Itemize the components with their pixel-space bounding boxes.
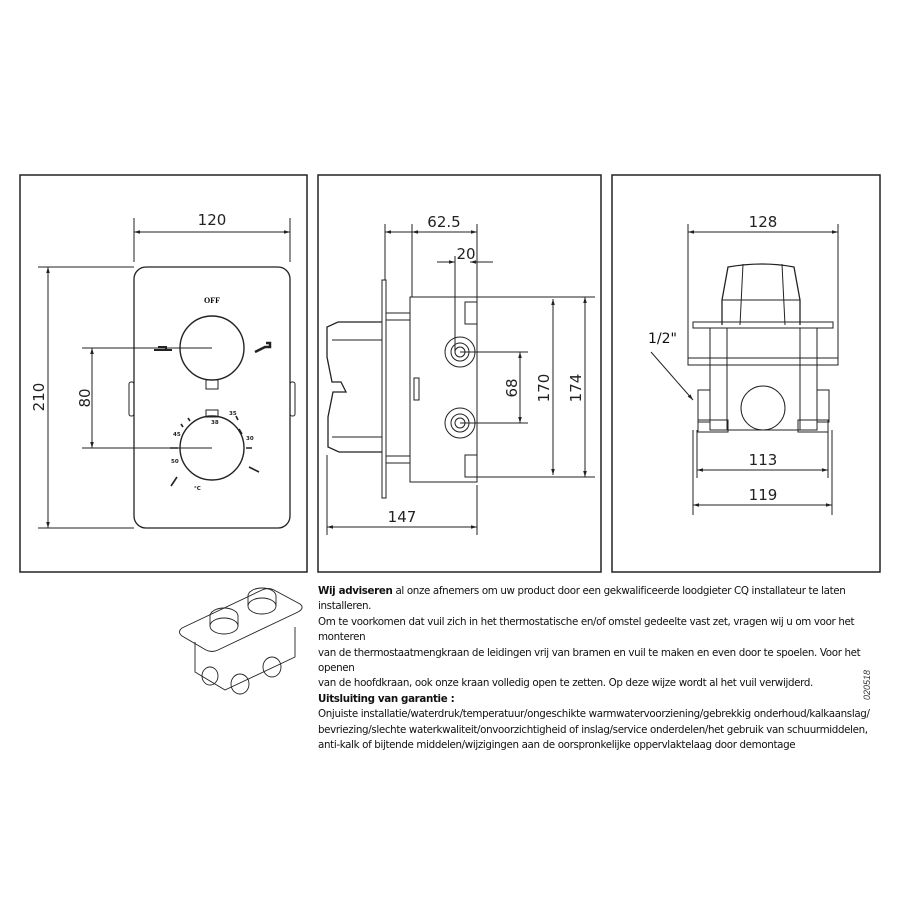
scale-label: 45 [173,432,181,438]
dim-120: 120 [198,211,227,229]
advice-heading: Wij adviseren [318,585,393,597]
side-view [326,224,595,535]
warranty-line: Onjuiste installatie/waterdruk/temperatu… [318,708,870,721]
dim-62-5: 62.5 [427,213,460,231]
dim-147: 147 [388,508,417,526]
side-view-panel [317,174,602,573]
dim-210: 210 [30,383,48,412]
product-isometric-image [179,587,303,695]
dim-68: 68 [503,378,521,397]
dim-128: 128 [749,213,778,231]
scale-label: 30 [246,436,254,442]
mounting-box [409,296,478,483]
warranty-line: bevriezing/slechte waterkwaliteit/onvoor… [318,723,868,736]
top-view-panel [611,174,881,573]
dim-113: 113 [749,451,778,469]
top-view [650,224,839,515]
dim-119: 119 [749,486,778,504]
warranty-line: anti-kalk of bijtende middelen/wijziging… [318,739,796,752]
off-label: OFF [204,296,220,305]
dim-20: 20 [456,245,475,263]
front-view [38,218,296,529]
warranty-title: Uitsluiting van garantie : [318,692,455,705]
note-line: Om te voorkomen dat vuil zich in het the… [318,615,855,644]
advice-line: Wij adviseren al onze afnemers om uw pro… [318,584,898,615]
dim-170: 170 [535,374,553,403]
note-line: van de hoofdkraan, ook onze kraan volled… [318,677,813,690]
front-view-panel [19,174,308,573]
thread-size-label: 1/2" [648,331,677,347]
scale-label: 35 [229,411,237,417]
scale-label: 38 [211,420,219,426]
note-line: van de thermostaatmengkraan de leidingen… [318,646,861,675]
cover-plate [133,266,291,529]
document-code: 020518 [862,669,872,700]
scale-label: 50 [171,459,179,465]
dim-80: 80 [76,388,94,407]
installation-notes: Wij adviseren al onze afnemers om uw pro… [318,584,898,753]
knob-profile [326,321,382,453]
mounting-box-body [709,327,818,431]
advice-text: al onze afnemers om uw product door een … [318,585,846,613]
scale-label: °C [194,486,201,492]
dim-174: 174 [567,374,585,403]
